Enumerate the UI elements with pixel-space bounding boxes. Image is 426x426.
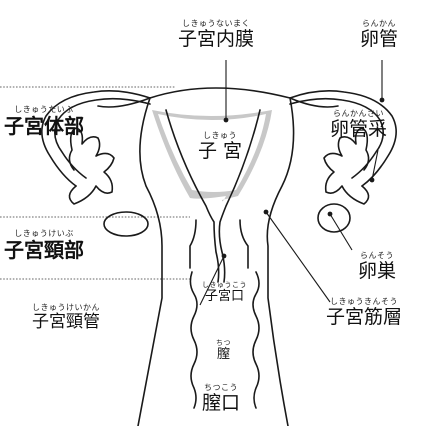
- text-uterus: 子 宮: [198, 140, 243, 162]
- ruby-uterine-body: しきゅうたいぶ: [14, 105, 74, 114]
- ruby-endometrium: しきゅうないまく: [182, 19, 250, 28]
- ruby-cervical-canal: しきゅうけいかん: [32, 303, 100, 312]
- leader-dots: [221, 97, 385, 259]
- ruby-cervix-part: しきゅうけいぶ: [14, 229, 74, 238]
- label-vagina: ちつ 膣: [216, 339, 231, 362]
- text-uterine-os: 子宮口: [204, 289, 244, 304]
- ruby-uterus: しきゅう: [203, 131, 238, 140]
- label-endometrium: しきゅうないまく 子宮内膜: [178, 20, 254, 49]
- text-vaginal-opening: 膣口: [202, 392, 241, 414]
- text-fallopian-tube: 卵管: [360, 28, 399, 50]
- text-vagina: 膣: [216, 347, 230, 362]
- text-endometrium: 子宮内膜: [178, 28, 255, 50]
- label-uterus: しきゅう 子 宮: [198, 132, 242, 161]
- ruby-fimbriae: らんかんさい: [333, 109, 384, 118]
- uterus-outline: [41, 87, 397, 426]
- ruby-vaginal-opening: ちつこう: [204, 383, 238, 392]
- text-myometrium: 子宮筋層: [326, 306, 403, 328]
- label-fallopian-tube: らんかん 卵管: [360, 20, 398, 49]
- ruby-fallopian-tube: らんかん: [362, 19, 396, 28]
- label-myometrium: しきゅうきんそう 子宮筋層: [326, 298, 402, 327]
- label-vaginal-opening: ちつこう 膣口: [202, 384, 240, 413]
- text-cervical-canal: 子宮頸管: [32, 312, 100, 332]
- text-fimbriae: 卵管采: [330, 118, 388, 140]
- text-cervix-part: 子宮頸部: [4, 238, 84, 262]
- text-uterine-body: 子宮体部: [4, 114, 84, 138]
- label-cervical-canal: しきゅうけいかん 子宮頸管: [32, 304, 100, 331]
- ruby-vagina: ちつ: [216, 339, 231, 347]
- text-ovary: 卵巣: [358, 260, 397, 282]
- label-ovary: らんそう 卵巣: [358, 252, 396, 281]
- ruby-ovary: らんそう: [360, 251, 394, 260]
- ruby-uterine-os: しきゅうこう: [202, 281, 247, 289]
- label-uterine-os: しきゅうこう 子宮口: [202, 281, 247, 304]
- endometrium-lining: [152, 110, 272, 202]
- leader-lines: [199, 60, 383, 306]
- label-fimbriae: らんかんさい 卵管采: [330, 110, 387, 139]
- label-cervix-part: しきゅうけいぶ 子宮頸部: [4, 229, 84, 262]
- ruby-myometrium: しきゅうきんそう: [330, 297, 398, 306]
- label-uterine-body: しきゅうたいぶ 子宮体部: [4, 105, 84, 138]
